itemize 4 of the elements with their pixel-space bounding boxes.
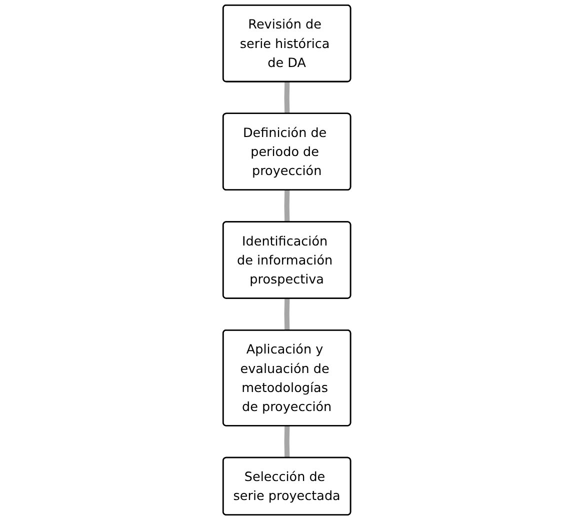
connector: [284, 190, 290, 222]
connector: [284, 426, 290, 458]
connector: [284, 82, 290, 114]
connector: [284, 298, 290, 330]
